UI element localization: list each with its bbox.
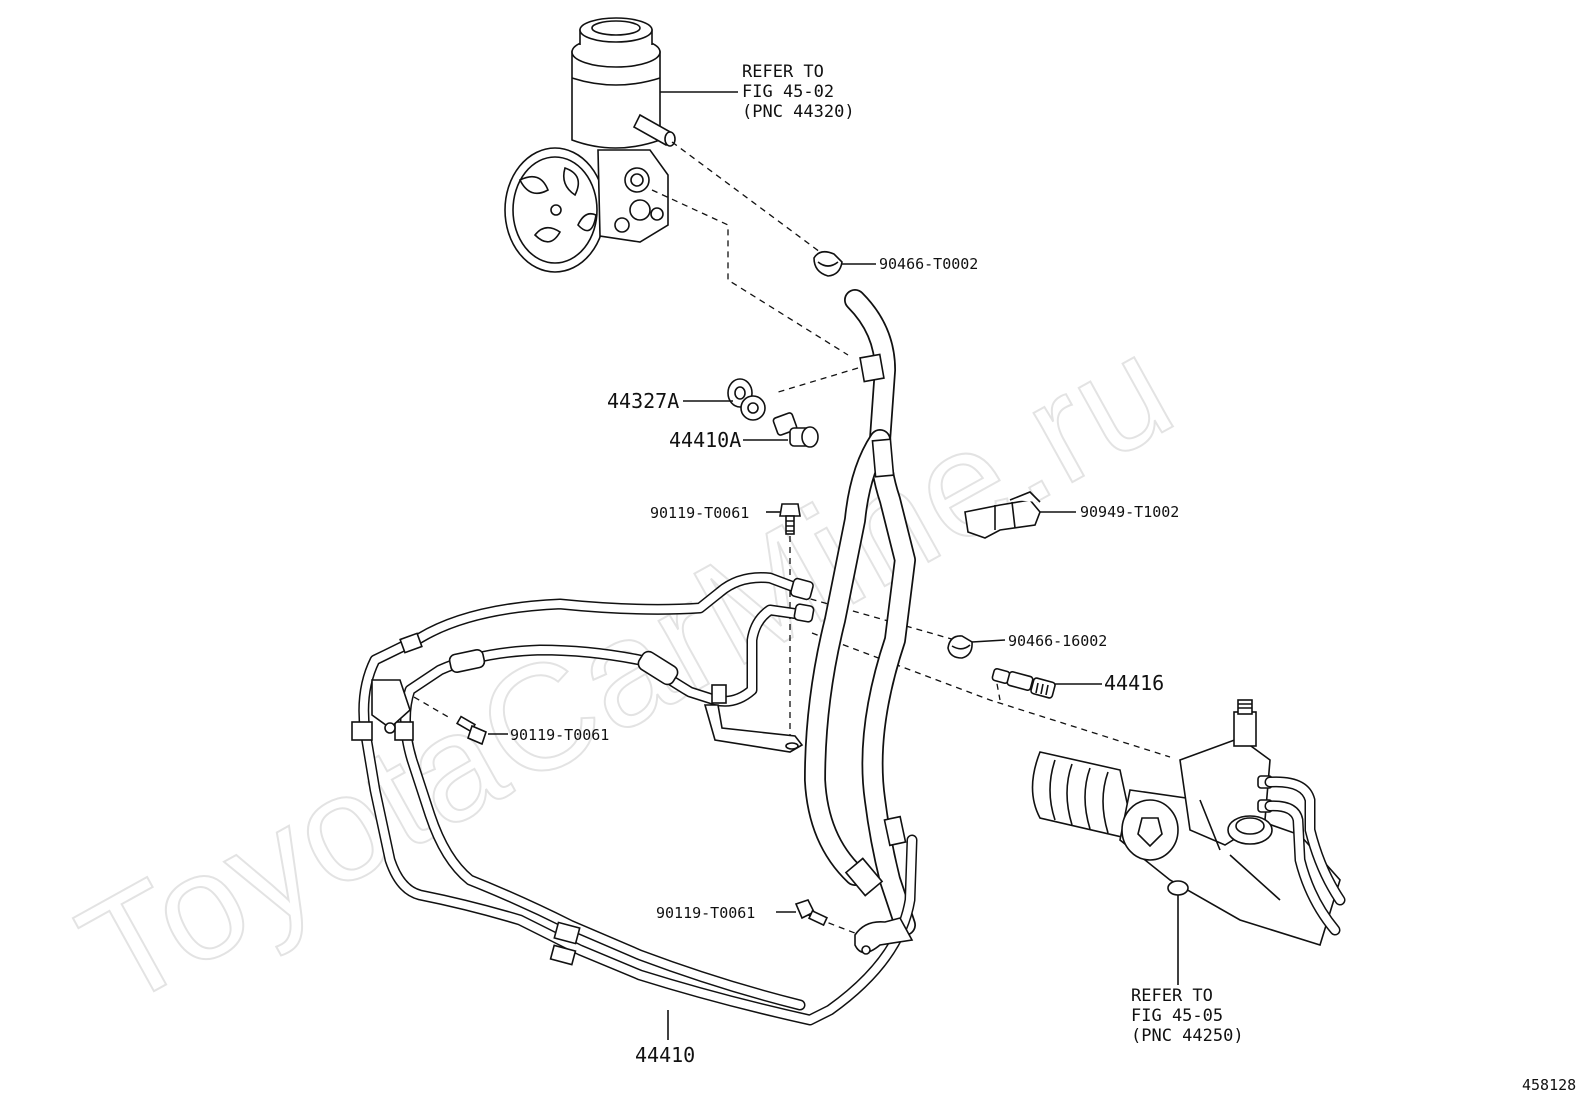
union-bolt xyxy=(772,412,819,448)
rack-ref-line2: FIG 45-05 xyxy=(1131,1006,1223,1026)
rack-ref-line1: REFER TO xyxy=(1131,986,1213,1006)
hose-clamp-top xyxy=(813,250,843,277)
bolt-upper xyxy=(779,503,801,535)
pump-ref-line2: FIG 45-02 xyxy=(742,82,834,102)
label-union-bolt: 44410A xyxy=(669,428,741,452)
label-hose-assy: 44410 xyxy=(635,1043,695,1067)
pump-ref-line1: REFER TO xyxy=(742,62,824,82)
union-fitting xyxy=(991,668,1056,699)
label-clamp-top: 90466-T0002 xyxy=(879,255,978,273)
pressure-hose xyxy=(804,289,916,936)
hose-clamp-mid xyxy=(947,635,973,659)
label-gasket: 44327A xyxy=(607,389,679,413)
figure-id: 458128 xyxy=(1522,1076,1576,1094)
gasket xyxy=(727,378,766,421)
label-clamp-mid: 90466-16002 xyxy=(1008,632,1107,650)
label-clip: 90949-T1002 xyxy=(1080,503,1179,521)
pump-ref-line3: (PNC 44320) xyxy=(742,102,855,122)
label-bolt-upper: 90119-T0061 xyxy=(650,504,749,522)
power-steering-pump xyxy=(504,17,676,273)
hose-clip xyxy=(964,491,1041,539)
label-union: 44416 xyxy=(1104,671,1164,695)
label-bolt-lower: 90119-T0061 xyxy=(656,904,755,922)
rack-ref-line3: (PNC 44250) xyxy=(1131,1026,1244,1046)
label-bolt-left: 90119-T0061 xyxy=(510,726,609,744)
bolt-left xyxy=(455,715,487,746)
bolt-lower xyxy=(794,899,829,927)
steering-gear-rack xyxy=(1031,699,1346,947)
return-pipe xyxy=(351,572,918,1026)
